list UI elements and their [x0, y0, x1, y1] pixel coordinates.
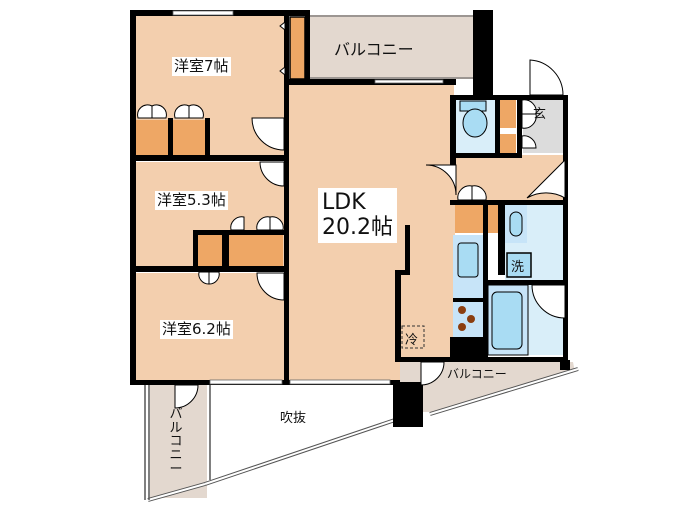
kitchen-sink-basin: [457, 242, 479, 278]
bottom-right-balcony-label: バルコニー: [447, 367, 507, 381]
bathtub-basin: [491, 291, 523, 350]
bottom-right-balcony-floor: [400, 362, 575, 412]
fridge-box: [401, 325, 425, 349]
left-balcony-char: コ: [169, 434, 183, 450]
windows: [172, 10, 444, 385]
burner-3: [458, 323, 466, 331]
left-balcony-char: バ: [169, 407, 183, 422]
closet-top-right: [289, 16, 306, 80]
washer-box: [506, 252, 532, 278]
left-balcony-label: バ ル コ ニ ー: [169, 408, 183, 476]
room-label-western-7: 洋室7帖: [172, 57, 231, 76]
closet-door-swings: [137, 99, 537, 285]
closet-hall-1: [500, 98, 516, 128]
entrance-label: 玄: [533, 107, 547, 122]
room-label-ldk: LDK 20.2帖: [318, 188, 397, 243]
sliding-door-marks: [279, 20, 286, 77]
ldk-label-line1: LDK: [322, 190, 366, 215]
closet-5-small: [197, 234, 222, 268]
top-balcony-floor: [308, 15, 473, 79]
burner-2: [467, 315, 475, 323]
left-balcony-char: ー: [169, 461, 183, 477]
room-label-western-5-3: 洋室5.3帖: [155, 191, 228, 210]
door-swings: [174, 59, 566, 409]
burner-1: [458, 306, 466, 314]
room-label-western-6-2: 洋室6.2帖: [160, 320, 233, 339]
left-balcony-char: ル: [169, 420, 183, 436]
left-balcony-char: ニ: [169, 447, 183, 463]
closet-7-right: [173, 120, 205, 156]
washer-label: 洗: [511, 260, 525, 275]
closet-kitchen: [455, 203, 498, 233]
closet-5-large: [229, 234, 283, 268]
sink-basin: [509, 211, 523, 237]
closet-7-left: [136, 120, 168, 156]
toilet-bowl: [462, 108, 488, 138]
walls: [130, 10, 570, 427]
ldk-label-line2: 20.2帖: [322, 215, 393, 241]
top-balcony-label: バルコニー: [334, 40, 414, 59]
closet-hall-2: [500, 134, 516, 156]
void-label: 吹抜: [280, 411, 307, 426]
fridge-label: 冷: [405, 333, 419, 348]
